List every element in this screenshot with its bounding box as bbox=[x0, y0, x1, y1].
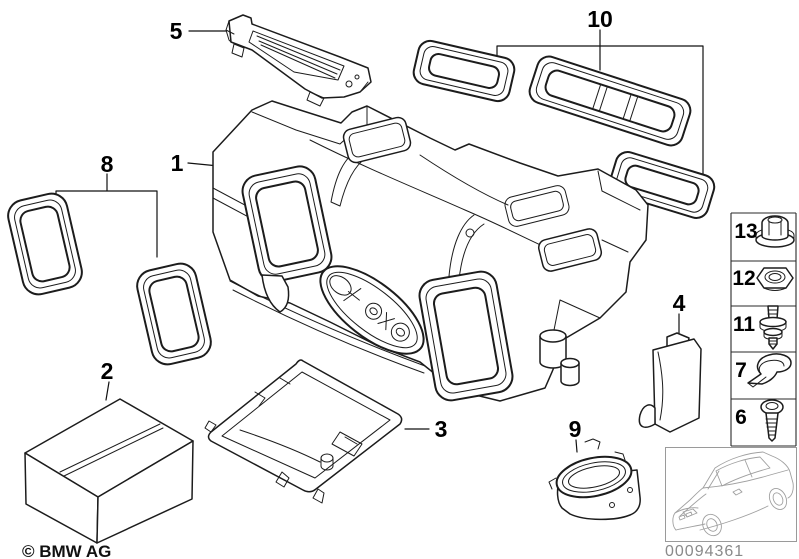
callout-7-label[interactable]: 7 bbox=[735, 359, 747, 382]
housing-top-lid bbox=[342, 116, 412, 164]
hex-nut-icon bbox=[756, 267, 794, 291]
spring-clip-icon bbox=[747, 353, 792, 388]
fastener-cell-13[interactable]: 13 bbox=[734, 215, 795, 248]
callout-5-label[interactable]: 5 bbox=[170, 18, 183, 44]
seal-ring-left bbox=[7, 192, 83, 296]
part-1-housing[interactable] bbox=[212, 100, 649, 403]
vehicle-thumbnail: 00094361 bbox=[665, 447, 797, 559]
leader-line-10 bbox=[496, 29, 704, 178]
housing-right-lid bbox=[537, 228, 603, 272]
seal-ring-right bbox=[136, 262, 212, 366]
housing-duct-ring-right bbox=[418, 270, 514, 402]
callout-8-label[interactable]: 8 bbox=[101, 151, 114, 177]
part-2-box[interactable] bbox=[24, 398, 194, 544]
callout-6-label[interactable]: 6 bbox=[735, 406, 747, 429]
part-8-seals[interactable] bbox=[5, 190, 214, 367]
part-number-text: 00094361 bbox=[665, 543, 744, 559]
part-5-tray[interactable] bbox=[225, 14, 372, 107]
callout-11-label[interactable]: 11 bbox=[733, 313, 756, 336]
leader-line-8 bbox=[55, 173, 158, 258]
callout-9-label[interactable]: 9 bbox=[569, 416, 582, 442]
leader-line-9 bbox=[575, 439, 578, 453]
tapping-screw-icon bbox=[760, 399, 784, 442]
part-3-lower-cover[interactable] bbox=[204, 359, 403, 504]
stud-bolt-icon bbox=[759, 305, 787, 350]
callout-10-label[interactable]: 10 bbox=[587, 6, 613, 32]
fastener-cell-7[interactable]: 7 bbox=[735, 353, 792, 388]
callout-4-label[interactable]: 4 bbox=[673, 290, 686, 316]
leader-line-2 bbox=[105, 381, 110, 401]
housing-drain-stubs bbox=[539, 329, 580, 387]
part-9-small-housing[interactable] bbox=[548, 438, 641, 521]
gasket-right bbox=[608, 151, 716, 219]
housing-duct-ring-left bbox=[241, 165, 333, 283]
housing-rear-frame bbox=[504, 185, 570, 227]
gasket-left bbox=[412, 39, 516, 103]
callout-2-label[interactable]: 2 bbox=[101, 358, 114, 384]
flange-nut-icon bbox=[755, 215, 795, 248]
callout-13-label[interactable]: 13 bbox=[734, 220, 757, 243]
fastener-cell-12[interactable]: 12 bbox=[732, 267, 794, 291]
vehicle-box bbox=[665, 447, 797, 542]
fastener-table: 13 12 11 bbox=[730, 212, 797, 447]
housing-control-plate bbox=[319, 265, 425, 355]
fastener-cell-6[interactable]: 6 bbox=[735, 399, 784, 442]
part-10-gaskets[interactable] bbox=[411, 39, 717, 221]
copyright-text: © BMW AG bbox=[22, 542, 111, 559]
callout-labels: 1 2 3 4 5 8 9 10 bbox=[101, 6, 686, 442]
gasket-middle bbox=[528, 55, 692, 147]
callout-12-label[interactable]: 12 bbox=[732, 267, 755, 290]
fastener-cell-11[interactable]: 11 bbox=[733, 305, 787, 350]
car-illustration bbox=[672, 451, 794, 537]
callout-1-label[interactable]: 1 bbox=[171, 150, 184, 176]
part-4-side-cover[interactable] bbox=[638, 332, 702, 433]
leader-lines bbox=[55, 29, 704, 453]
callout-3-label[interactable]: 3 bbox=[435, 416, 448, 442]
